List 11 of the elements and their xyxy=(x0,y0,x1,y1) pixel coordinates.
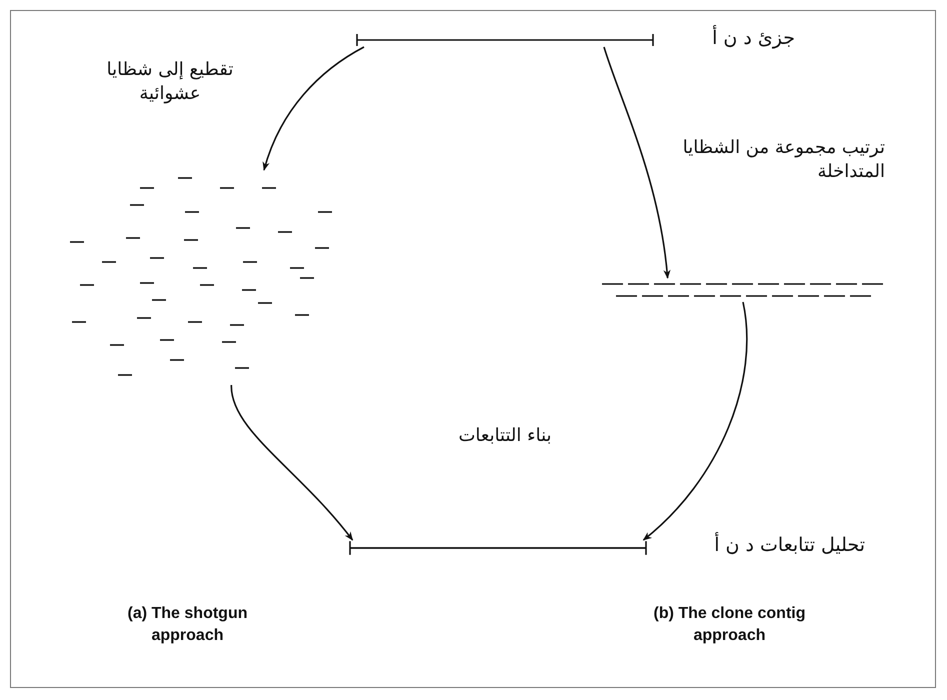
curved-arrow xyxy=(603,46,670,279)
step-label: ترتيب مجموعة من الشظايا المتداخلة xyxy=(682,136,885,184)
node-caption: تحليل تتابعات د ن أ xyxy=(713,533,865,558)
step-label: تقطيع إلى شظايا عشوائية xyxy=(106,58,234,106)
curved-arrow xyxy=(262,46,364,171)
step-label: بناء التتابعات xyxy=(457,424,553,448)
curved-arrow xyxy=(642,302,748,541)
curved-arrow xyxy=(230,384,354,541)
panel-caption: (b) The clone contig approach xyxy=(652,604,806,646)
node-caption: جزئ د ن أ xyxy=(711,26,795,51)
panel-caption: (a) The shotgun approach xyxy=(126,604,248,646)
